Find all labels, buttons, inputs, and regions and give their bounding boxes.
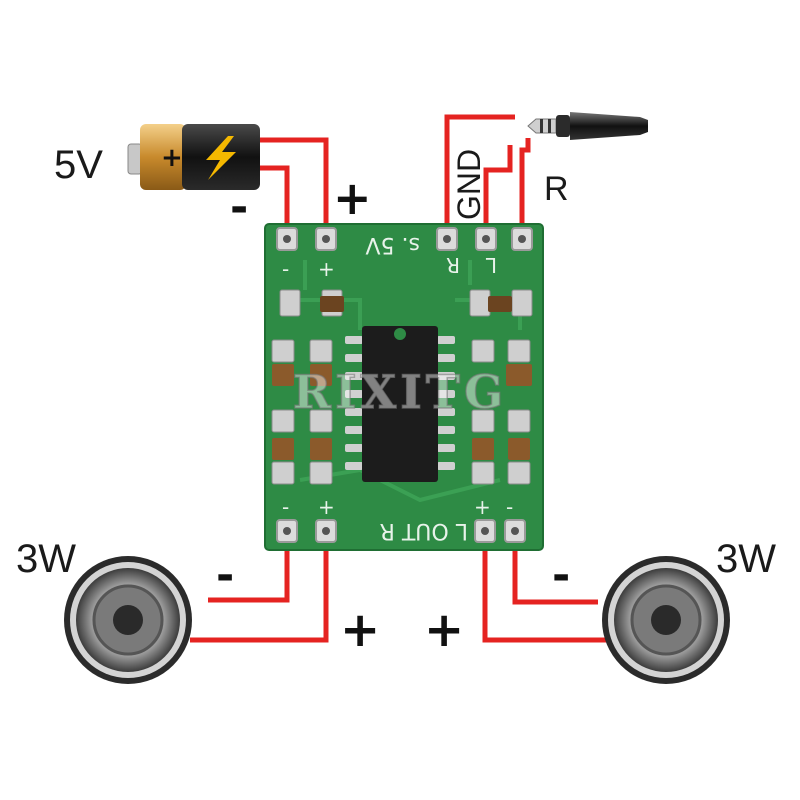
right-speaker — [602, 556, 730, 684]
silk-input-l: L — [485, 253, 497, 277]
silk-plus-top: + — [318, 257, 335, 281]
left-speaker — [64, 556, 192, 684]
speaker-icon — [64, 556, 192, 684]
battery-terminal — [127, 143, 143, 175]
wire-battery-minus — [260, 165, 290, 232]
battery-plus-mark: + — [161, 143, 183, 173]
silk-out-label: L OUT R — [380, 518, 468, 543]
wire-jack-gnd — [444, 114, 515, 232]
lightning-icon — [206, 136, 236, 180]
amplifier-board: s. 5V R L - + L OUT R - + + - — [264, 223, 544, 551]
output-pads — [276, 519, 526, 543]
silkscreen: s. 5V R L - + L OUT R - + + - — [282, 232, 513, 543]
input-pads — [276, 227, 533, 251]
battery-plus-label: + — [333, 171, 372, 225]
left-speaker-minus-label: - — [216, 550, 234, 601]
silk-minus-bottom: - — [282, 495, 289, 519]
speaker-icon — [602, 556, 730, 684]
silk-plus-right: + — [474, 495, 491, 519]
wire-jack-r — [519, 138, 531, 232]
silk-power-label: s. 5V — [366, 232, 421, 257]
silk-plus-bottom: + — [318, 495, 335, 519]
battery: + — [127, 124, 260, 190]
gnd-label: GND — [451, 149, 487, 220]
silk-minus-right: - — [506, 495, 513, 519]
wire-battery-plus — [260, 137, 329, 232]
silk-input-r: R — [446, 253, 460, 277]
wire-right-speaker-plus — [482, 530, 612, 643]
silk-minus-top: - — [282, 257, 289, 281]
amplifier-chip — [345, 326, 455, 482]
wire-left-speaker-plus — [190, 530, 329, 643]
left-speaker-power-label: 3W — [16, 537, 76, 581]
wire-jack-l — [483, 145, 513, 232]
right-speaker-power-label: 3W — [716, 537, 776, 581]
wires — [190, 114, 612, 643]
audio-jack-icon — [527, 112, 648, 140]
battery-gold-cap — [140, 124, 186, 190]
wire-right-speaker-minus — [512, 530, 598, 605]
right-channel-label: R — [544, 170, 569, 208]
battery-minus-label: - — [230, 182, 248, 233]
battery-voltage-label: 5V — [54, 143, 103, 187]
watermark: RIXITG — [293, 365, 507, 419]
wire-left-speaker-minus — [208, 530, 290, 603]
left-speaker-plus-label: + — [340, 602, 380, 658]
smd-components — [271, 289, 533, 485]
right-speaker-minus-label: - — [552, 550, 570, 601]
right-speaker-plus-label: + — [424, 602, 464, 658]
